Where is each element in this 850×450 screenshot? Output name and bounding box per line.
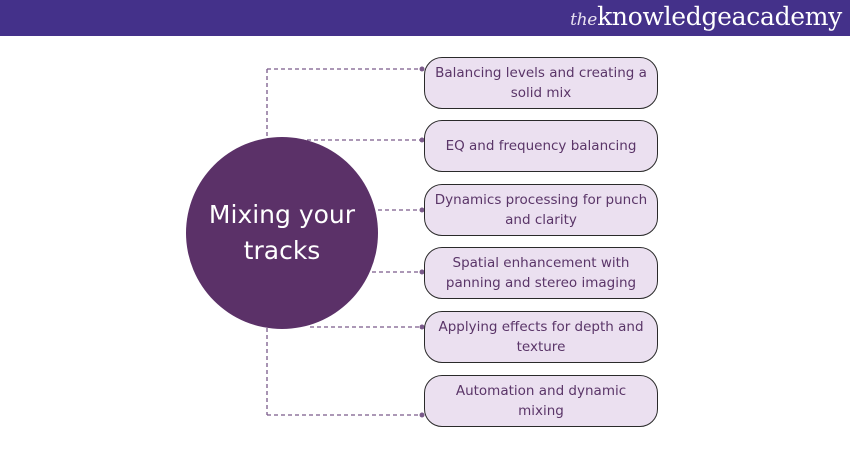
logo-text: knowledgeacademy bbox=[597, 2, 842, 31]
item-label: Dynamics processing for punch and clarit… bbox=[434, 192, 648, 228]
item-box: Balancing levels and creating a solid mi… bbox=[424, 57, 658, 109]
item-label: EQ and frequency balancing bbox=[445, 138, 637, 154]
item-box: Applying effects for depth and texture bbox=[424, 311, 658, 363]
item-box: Dynamics processing for punch and clarit… bbox=[424, 184, 658, 236]
item-label: Automation and dynamic mixing bbox=[455, 383, 627, 419]
brand-logo[interactable]: theknowledgeacademy bbox=[570, 2, 842, 31]
item-label: Applying effects for depth and texture bbox=[438, 319, 644, 355]
item-label: Spatial enhancement with panning and ste… bbox=[445, 255, 637, 291]
header-bar: theknowledgeacademy bbox=[0, 0, 850, 36]
item-box: EQ and frequency balancing bbox=[424, 120, 658, 172]
logo-prefix: the bbox=[570, 10, 598, 30]
item-label: Balancing levels and creating a solid mi… bbox=[435, 65, 647, 101]
center-topic: Mixing your tracks bbox=[186, 137, 378, 329]
item-box: Spatial enhancement with panning and ste… bbox=[424, 247, 658, 299]
item-box: Automation and dynamic mixing bbox=[424, 375, 658, 427]
center-label: Mixing your tracks bbox=[208, 200, 356, 265]
